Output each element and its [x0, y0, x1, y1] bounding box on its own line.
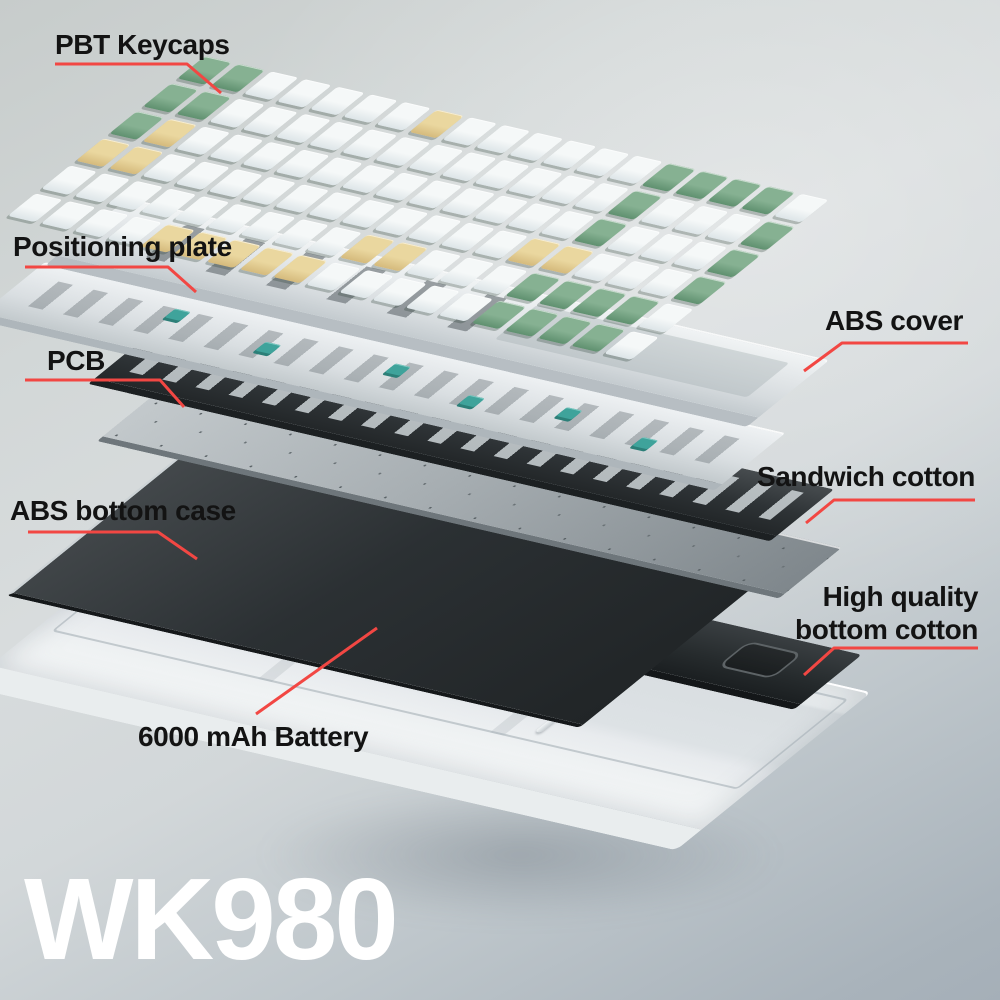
leader-sandwich-cotton: [805, 498, 975, 525]
callout-bottom-cotton: High quality bottom cotton: [795, 580, 978, 646]
callout-sandwich-cotton: Sandwich cotton: [756, 461, 975, 492]
callout-abs-cover: ABS cover: [824, 305, 963, 336]
callout-pcb: PCB: [47, 345, 105, 376]
bottom-cotton-cutout: [717, 640, 804, 680]
callout-pbt-keycaps: PBT Keycaps: [55, 29, 230, 60]
callout-bottom-cotton-line1: High quality: [822, 581, 979, 612]
callout-bottom-cotton-line2: bottom cotton: [795, 614, 978, 646]
leader-abs-cover: [803, 341, 968, 373]
callout-positioning-plate: Positioning plate: [13, 231, 232, 262]
product-model-title: WK980: [24, 854, 399, 984]
callout-abs-bottom-case: ABS bottom case: [10, 495, 236, 526]
callout-battery: 6000 mAh Battery: [138, 721, 369, 752]
